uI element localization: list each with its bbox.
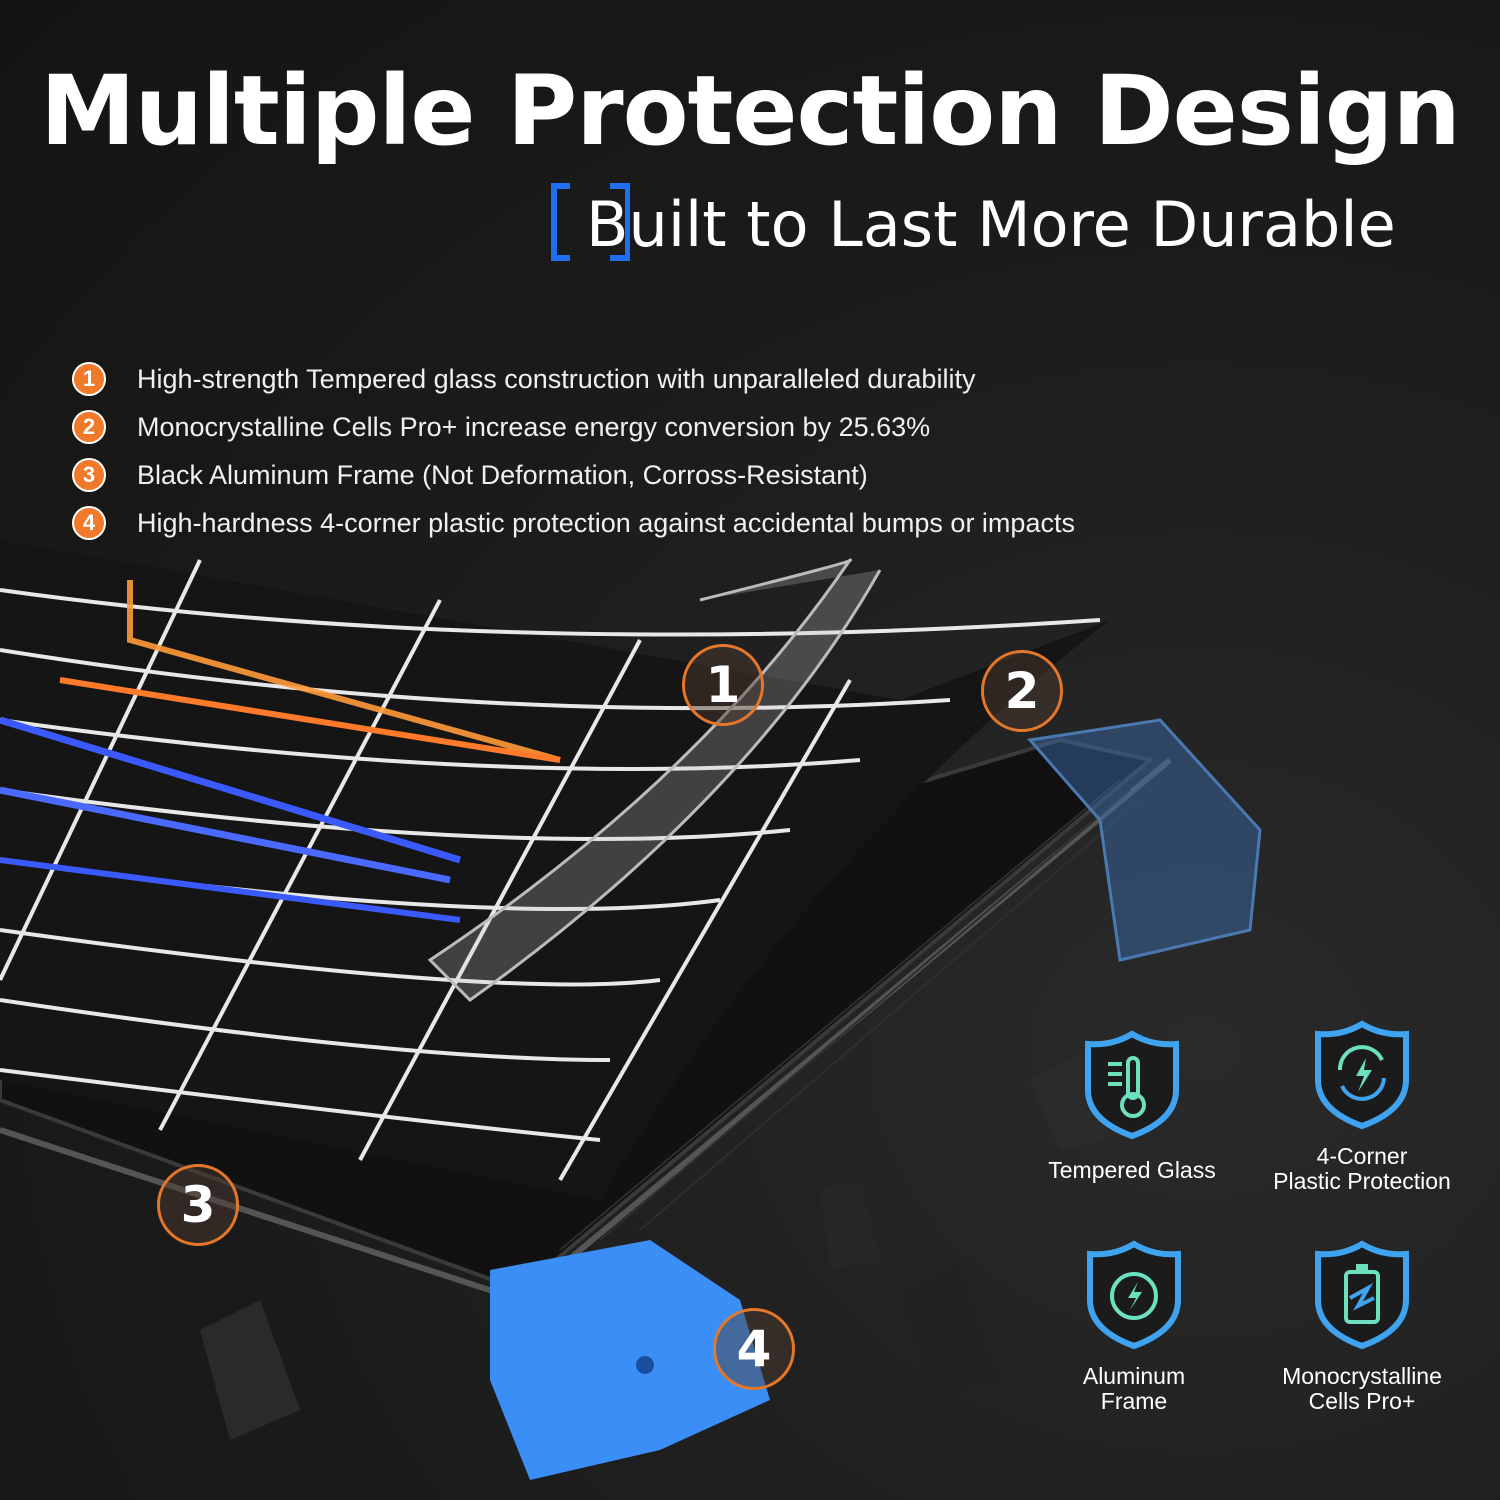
feature-text: High-strength Tempered glass constructio… bbox=[137, 363, 976, 394]
feature-number: 4 bbox=[72, 506, 106, 540]
badge-tempered-glass: Tempered Glass bbox=[1022, 1030, 1242, 1183]
badge-label: Tempered Glass bbox=[1048, 1157, 1216, 1183]
callout-cells: 2 bbox=[981, 650, 1063, 732]
circle-bolt-shield-icon bbox=[1087, 1240, 1181, 1350]
feature-number: 2 bbox=[72, 410, 106, 444]
refresh-bolt-shield-icon bbox=[1315, 1020, 1409, 1130]
badge-label-line2: Plastic Protection bbox=[1273, 1168, 1451, 1194]
feature-item: 1 High-strength Tempered glass constructi… bbox=[72, 355, 1075, 403]
badge-label-line2: Frame bbox=[1100, 1388, 1168, 1414]
callout-corner: 4 bbox=[713, 1308, 795, 1390]
bracket-accent-icon bbox=[551, 183, 630, 261]
badge-corner-protection: 4-Corner Plastic Protection bbox=[1252, 1020, 1472, 1194]
feature-item: 3 Black Aluminum Frame (Not Deformation, … bbox=[72, 451, 1075, 499]
feature-text: High-hardness 4-corner plastic protectio… bbox=[137, 507, 1075, 538]
feature-item: 2 Monocrystalline Cells Pro+ increase ene… bbox=[72, 403, 1075, 451]
badge-aluminum-frame: Aluminum Frame bbox=[1024, 1240, 1244, 1414]
page-title: Multiple Protection Design bbox=[40, 55, 1461, 167]
feature-number: 1 bbox=[72, 362, 106, 396]
thermometer-shield-icon bbox=[1085, 1030, 1179, 1140]
callout-glass: 1 bbox=[682, 644, 764, 726]
badge-label-line1: 4-Corner bbox=[1316, 1143, 1408, 1169]
callout-frame: 3 bbox=[157, 1164, 239, 1246]
feature-list: 1 High-strength Tempered glass constructi… bbox=[72, 355, 1075, 547]
feature-item: 4 High-hardness 4-corner plastic protecti… bbox=[72, 499, 1075, 547]
feature-number: 3 bbox=[72, 458, 106, 492]
page-subtitle: Built to Last More Durable bbox=[586, 188, 1396, 261]
badge-label-line1: Aluminum bbox=[1082, 1363, 1186, 1389]
badge-monocrystalline-cells: Monocrystalline Cells Pro+ bbox=[1252, 1240, 1472, 1414]
badge-label-line2: Cells Pro+ bbox=[1308, 1388, 1416, 1414]
badge-label-line1: Monocrystalline bbox=[1282, 1363, 1442, 1389]
feature-text: Black Aluminum Frame (Not Deformation, C… bbox=[137, 459, 868, 490]
battery-shield-icon bbox=[1315, 1240, 1409, 1350]
feature-text: Monocrystalline Cells Pro+ increase ener… bbox=[137, 411, 931, 442]
